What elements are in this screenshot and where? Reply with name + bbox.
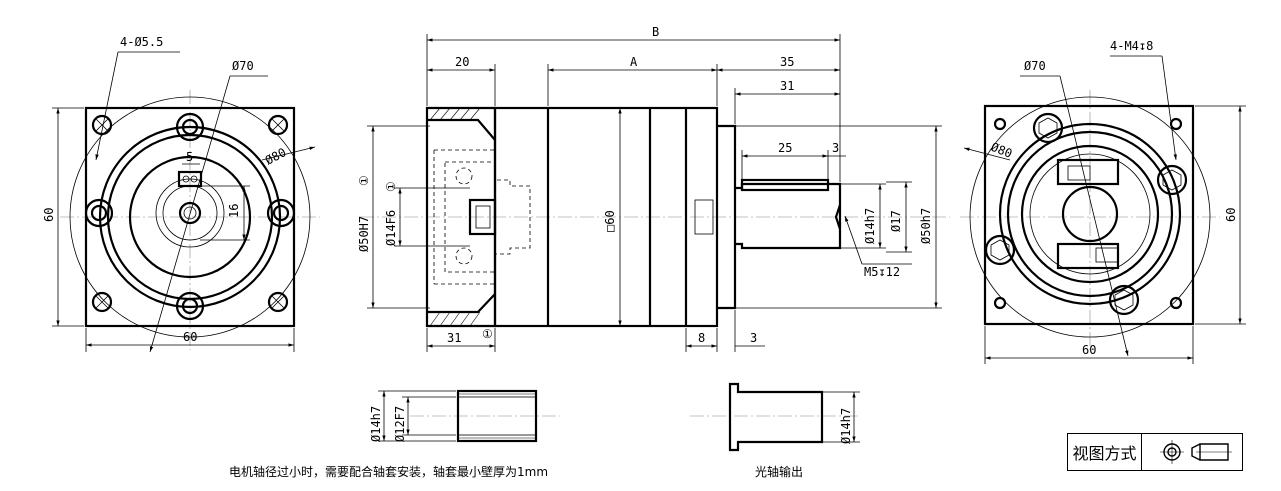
left-key-height-dim: 16 bbox=[227, 204, 241, 218]
right-height-dim: 60 bbox=[1224, 208, 1238, 222]
left-width-dim: 60 bbox=[183, 330, 197, 344]
view-method-label: 视图方式 bbox=[1068, 434, 1142, 470]
left-height-dim: 60 bbox=[42, 208, 56, 222]
right-end-view: 60 60 Ø70 4-M4↧8 Ø80 bbox=[960, 39, 1246, 364]
key-length-dim: 25 bbox=[778, 141, 792, 155]
square-dim: □60 bbox=[603, 210, 617, 232]
left-holes-dim: 4-Ø5.5 bbox=[120, 35, 163, 49]
flange-8-dim: 8 bbox=[698, 331, 705, 345]
smooth-shaft-detail: Ø14h7 bbox=[690, 382, 860, 452]
third-angle-projection-icon bbox=[1160, 440, 1232, 464]
side-view: B 20 A 35 31 25 3 31 ① 8 3 Ø50H7 ① Ø14 bbox=[357, 25, 950, 352]
pilot-left-note: ① bbox=[357, 175, 371, 186]
left-key-width-dim: 5 bbox=[186, 150, 193, 164]
sleeve-inner-dim: Ø12F7 bbox=[393, 406, 407, 442]
smooth-shaft-dim: Ø14h7 bbox=[839, 408, 853, 444]
right-circle-dim: Ø80 bbox=[989, 140, 1014, 161]
shoulder-dim: Ø17 bbox=[889, 210, 903, 232]
sleeve-detail: Ø14h7 Ø12F7 bbox=[369, 389, 560, 443]
key-offset-dim: 3 bbox=[832, 141, 839, 155]
sleeve-outer-dim: Ø14h7 bbox=[369, 406, 383, 442]
thread-dim: M5↧12 bbox=[864, 265, 900, 279]
view-method-box: 视图方式 bbox=[1067, 433, 1243, 471]
gap-3-dim: 3 bbox=[750, 331, 757, 345]
right-thread-dim: 4-M4↧8 bbox=[1110, 39, 1153, 53]
right-width-dim: 60 bbox=[1082, 343, 1096, 357]
shaft-diameter-dim: Ø14h7 bbox=[863, 208, 877, 244]
left-end-view: 60 60 4-Ø5.5 Ø70 Ø80 5 16 bbox=[42, 35, 320, 353]
body-length-dim: A bbox=[630, 55, 638, 69]
flange-length-dim: 20 bbox=[455, 55, 469, 69]
left-pcd-dim: Ø70 bbox=[232, 59, 254, 73]
projection-symbol bbox=[1142, 434, 1242, 470]
bore-dim: Ø14F6 bbox=[384, 210, 398, 246]
pilot-left-dim: Ø50H7 bbox=[357, 216, 371, 252]
shaft-31-dim: 31 bbox=[780, 79, 794, 93]
right-pcd-dim: Ø70 bbox=[1024, 59, 1046, 73]
left-circle-dim: Ø80 bbox=[263, 145, 289, 168]
bore-depth-dim: 31 bbox=[447, 331, 461, 345]
sleeve-note: 电机轴径过小时，需要配合轴套安装，轴套最小壁厚为1mm bbox=[229, 465, 549, 479]
shaft-total-dim: 35 bbox=[780, 55, 794, 69]
overall-length-dim: B bbox=[652, 25, 659, 39]
pilot-right-dim: Ø50h7 bbox=[919, 208, 933, 244]
smooth-shaft-note: 光轴输出 bbox=[755, 465, 804, 479]
bore-note: ① bbox=[384, 181, 398, 192]
bore-depth-note: ① bbox=[482, 327, 493, 341]
